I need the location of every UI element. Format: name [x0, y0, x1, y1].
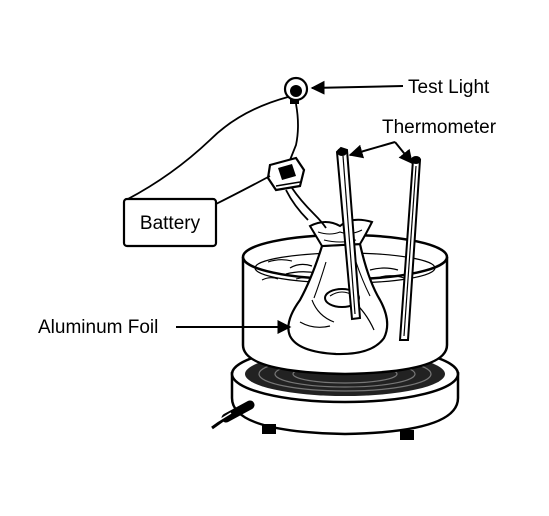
aluminum-foil-pouch — [287, 218, 389, 356]
battery: Battery — [122, 197, 218, 248]
test-light-callout: Test Light — [310, 77, 490, 98]
wire-connector-clip — [266, 156, 306, 192]
thermometer-left — [335, 146, 362, 321]
test-light-label: Test Light — [408, 77, 490, 98]
power-cord — [211, 400, 255, 430]
thermometer-callout: Thermometer — [348, 117, 497, 165]
thermometer-bulb-top — [411, 156, 421, 164]
aluminum-foil-callout: Aluminum Foil — [38, 317, 292, 338]
hot-plate-foot — [400, 430, 414, 440]
wires — [125, 96, 327, 229]
test-light-bulb — [283, 76, 309, 104]
aluminum-foil-label: Aluminum Foil — [38, 317, 158, 338]
thermometer-label: Thermometer — [382, 117, 497, 138]
thermometer-right — [398, 156, 422, 341]
battery-label: Battery — [140, 213, 201, 234]
hot-plate-foot — [262, 424, 276, 434]
thermometer-bulb-top — [337, 148, 347, 156]
